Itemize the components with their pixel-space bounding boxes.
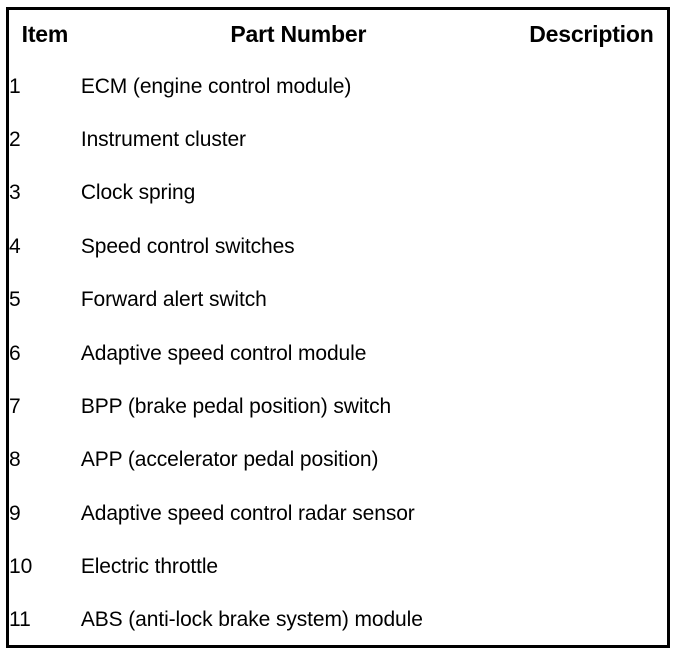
cell-item: 10 — [7, 540, 81, 594]
cell-description — [515, 166, 669, 220]
cell-part-number: Adaptive speed control radar sensor — [80, 486, 516, 541]
cell-description — [515, 219, 669, 274]
cell-part-number: Forward alert switch — [80, 273, 516, 327]
cell-description — [515, 59, 669, 113]
cell-item: 6 — [7, 326, 81, 380]
cell-item: 1 — [7, 59, 81, 113]
cell-item: 7 — [7, 379, 81, 434]
cell-item: 3 — [7, 166, 81, 220]
cell-description — [515, 433, 669, 487]
cell-description — [515, 326, 669, 380]
cell-part-number: Clock spring — [80, 166, 516, 220]
cell-item: 2 — [7, 112, 81, 167]
cell-description — [515, 112, 669, 167]
cell-description — [515, 273, 669, 327]
cell-part-number: ECM (engine control module) — [80, 59, 516, 113]
column-header-description: Description — [515, 8, 669, 60]
cell-description — [515, 593, 669, 647]
column-header-part-number: Part Number — [80, 8, 516, 60]
cell-item: 5 — [7, 273, 81, 327]
cell-item: 11 — [7, 593, 81, 647]
cell-part-number: Speed control switches — [80, 219, 516, 274]
cell-part-number: ABS (anti-lock brake system) module — [80, 593, 516, 647]
cell-part-number: Instrument cluster — [80, 112, 516, 167]
cell-part-number: BPP (brake pedal position) switch — [80, 379, 516, 434]
cell-description — [515, 379, 669, 434]
table-header: Item Part Number Description — [7, 8, 669, 60]
cell-description — [515, 540, 669, 594]
cell-item: 4 — [7, 219, 81, 274]
cell-item: 9 — [7, 486, 81, 541]
cell-item: 8 — [7, 433, 81, 487]
cell-part-number: Electric throttle — [80, 540, 516, 594]
column-header-item: Item — [7, 8, 81, 60]
cell-part-number: APP (accelerator pedal position) — [80, 433, 516, 487]
table-header-row: Item Part Number Description — [7, 8, 669, 60]
cell-description — [515, 486, 669, 541]
cell-part-number: Adaptive speed control module — [80, 326, 516, 380]
